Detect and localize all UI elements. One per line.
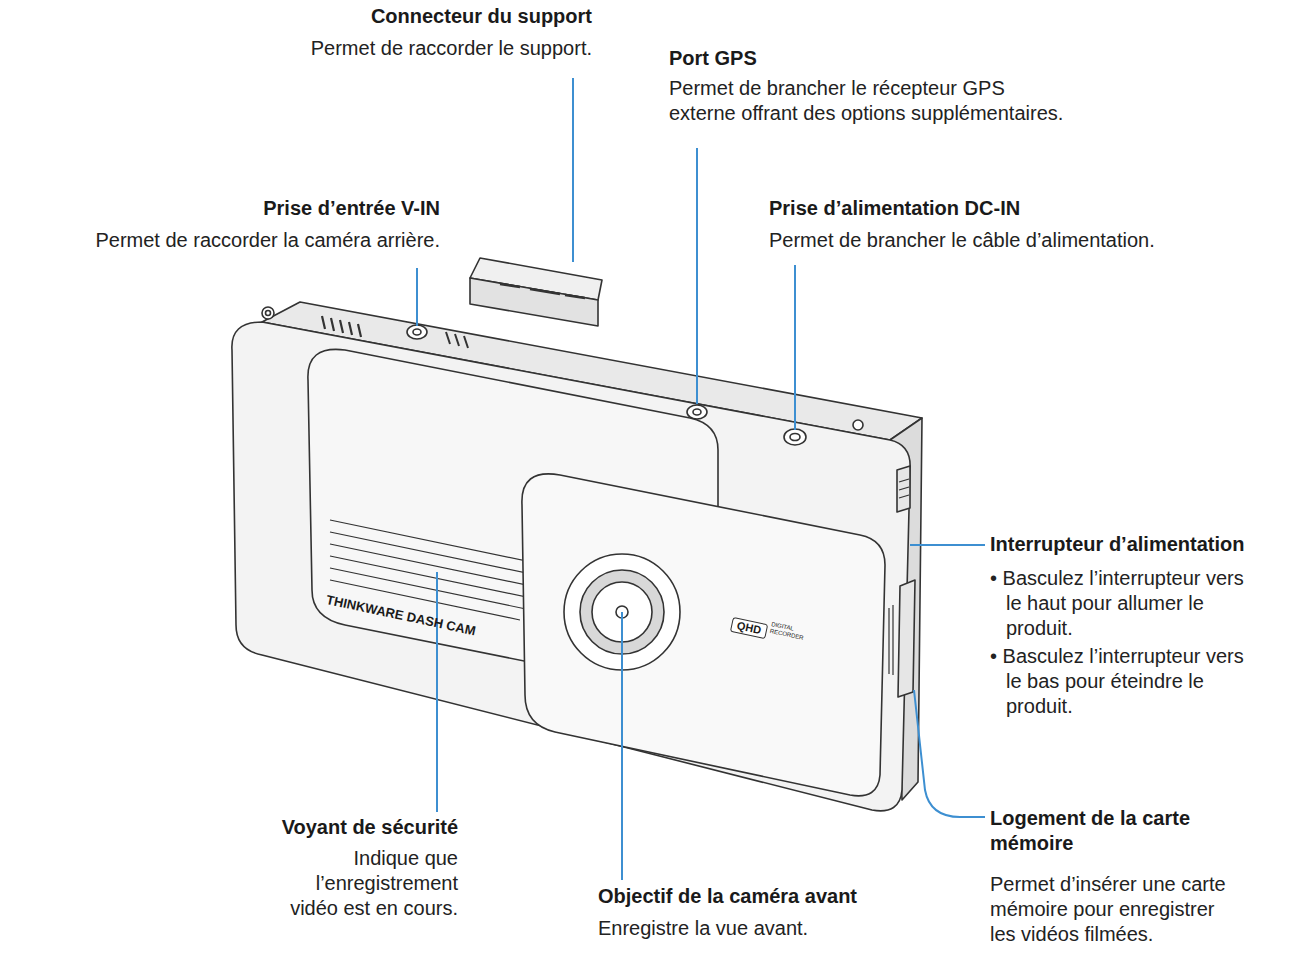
leader-line [910,544,985,546]
lens-module [522,474,885,796]
memory-slot [898,580,915,697]
callout-heading: Interrupteur d’alimentation [990,532,1305,557]
screw [853,420,863,430]
callout-heading: Port GPS [669,46,1069,71]
callout-text: Permet de brancher le câble d’alimentati… [769,228,1289,253]
port [687,405,707,419]
memory-slot [889,605,893,675]
callout-heading: Voyant de sécurité [200,815,458,840]
screw [266,311,271,316]
callout-text: Enregistre la vue avant. [598,916,958,941]
port [407,325,427,339]
port [790,434,800,441]
callout-heading: Prise d’entrée V-IN [100,196,440,221]
leader-line [696,148,698,404]
callout-heading: Objectif de la caméra avant [598,884,958,909]
leader-line [914,690,985,817]
leader-line [794,265,796,430]
port [413,329,421,335]
callout-text: Permet d’insérer une carte mémoire pour … [990,872,1240,947]
callout-heading: Prise d’alimentation DC-IN [769,196,1289,221]
leader-line [572,78,574,262]
bullet-text: • Basculez l’interrupteur vers le bas po… [990,644,1256,719]
bullet-text: • Basculez l’interrupteur vers le haut p… [990,566,1256,641]
power-switch [897,466,910,512]
vent-slots [322,316,361,337]
power-switch [899,479,909,498]
callout-text: Indique que l’enregistrement vidéo est e… [263,846,458,921]
leader-line [416,268,418,326]
front-face [232,322,910,811]
callout-heading: Logement de la carte mémoire [990,806,1220,856]
leader-line [621,612,623,880]
screw [262,307,274,319]
callout-text: Permet de raccorder la caméra arrière. [0,228,440,253]
vent-slots [446,332,468,348]
mount-connector [500,284,585,298]
callout-heading: Connecteur du support [300,4,592,29]
port [784,429,806,445]
dashcam-body [232,258,922,811]
port [693,409,701,415]
callout-text: Permet de raccorder le support. [150,36,592,61]
leader-line [436,572,438,812]
callout-text: Permet de brancher le récepteur GPS exte… [669,76,1073,126]
mount-connector [470,278,598,326]
